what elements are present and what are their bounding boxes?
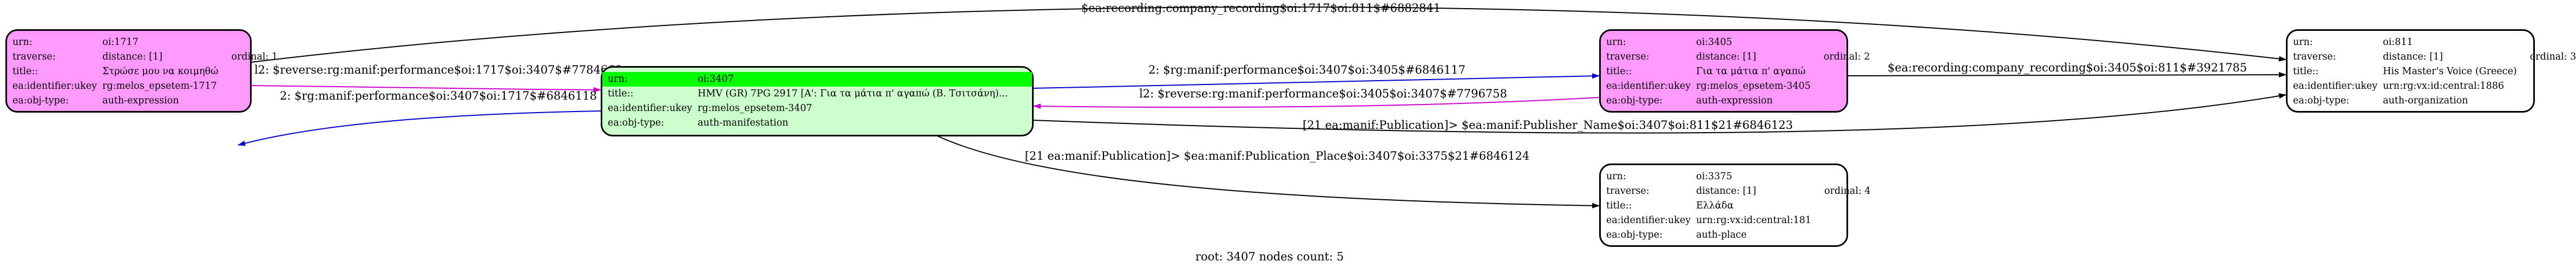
row-value: oi:3375 (1696, 171, 1732, 182)
node-row: ea:obj-type: auth-organization (2288, 94, 2576, 108)
node-row-highlighted: urn:oi:3407 (602, 72, 1032, 87)
node-row: ea:obj-type: auth-expression (1601, 94, 1870, 108)
row-key: ea:obj-type: (1606, 230, 1663, 240)
node-row: urn: oi:811 (2288, 35, 2576, 50)
edge-3407-1717 (238, 110, 601, 146)
row-value: Ελλάδα (1696, 200, 1734, 211)
row-value: distance: [1] (102, 51, 163, 62)
row-key: urn: (12, 37, 32, 48)
row-value: auth-place (1696, 230, 1747, 240)
row-key: urn: (1606, 37, 1626, 48)
edge-label-3407-3405: 2: $rg:manif:performance$oi:3407$oi:3405… (1148, 63, 1466, 76)
edge-label-3407-1717: 2: $rg:manif:performance$oi:3407$oi:1717… (280, 89, 597, 102)
row-value: Στρώσε μου να κοιμηθώ (102, 66, 219, 77)
node-row: traverse: distance: [1] ordinal: 1 (7, 50, 278, 64)
edge-3405-811 (1847, 72, 2286, 78)
node-oi-3375[interactable]: urn: oi:3375 traverse: distance: [1] ordina… (1599, 164, 1871, 247)
row-key: title:: (608, 88, 634, 99)
row-value: oi:1717 (102, 37, 139, 48)
node-row: urn: oi:3375 (1601, 169, 1871, 184)
row-value: HMV (GR) 7PG 2917 [Α': Για τα μάτια π' α… (698, 88, 1008, 99)
node-row: urn: oi:1717 (7, 35, 278, 50)
row-key: title:: (1606, 200, 1632, 211)
node-row: ea:obj-type: auth-place (1601, 228, 1871, 243)
node-row: title::Ελλάδα (1601, 199, 1871, 213)
edge-label-3407-811: [21 ea:manif:Publication]> $ea:manif:Pub… (1303, 119, 1793, 132)
row-value: oi:3405 (1696, 37, 1732, 48)
row-value: His Master's Voice (Greece) (2383, 66, 2517, 77)
node-row: ea:identifier:ukey rg:melos_epsetem-3405 (1601, 79, 1870, 94)
row-key: ea:obj-type: (608, 117, 665, 128)
row-key: urn: (2293, 37, 2313, 48)
node-row: traverse: distance: [1] ordinal: 2 (1601, 50, 1870, 64)
row-value: auth-manifestation (698, 117, 788, 128)
edge-3407-811 (1032, 93, 2286, 134)
node-oi-3405[interactable]: urn: oi:3405 traverse: distance: [1] ordina… (1599, 29, 1870, 113)
edge-label-3405-811: $ea:recording:company_recording$oi:3405$… (1888, 61, 2247, 74)
node-row: ea:obj-type: auth-expression (7, 94, 278, 108)
edge-label-3405-3407: l2: $reverse:rg:manif:performance$oi:340… (1139, 87, 1507, 100)
row-key: ea:obj-type: (12, 95, 69, 106)
row-key: traverse: (12, 51, 56, 62)
row-key: ea:identifier:ukey (608, 103, 693, 114)
row-value: urn:rg:vx:id:central:181 (1696, 215, 1811, 226)
edge-label-1717-811: $ea:recording:company_recording$oi:1717$… (1081, 2, 1441, 15)
node-row: ea:identifier:ukey urn:rg:vx:id:central:1… (1601, 213, 1871, 228)
node-row: title::Στρώσε μου να κοιμηθώ (7, 64, 278, 79)
row-key: urn: (1606, 171, 1626, 182)
row-value: distance: [1] (1696, 186, 1757, 197)
row-value: oi:3407 (692, 72, 1032, 87)
node-row: ea:identifier:ukey rg:melos_epsetem-3407 (602, 101, 1032, 116)
row-value: oi:811 (2383, 37, 2413, 48)
node-oi-1717[interactable]: urn: oi:1717 traverse: distance: [1] ordina… (5, 29, 278, 113)
row-key: ea:identifier:ukey (12, 81, 97, 91)
row-key: ea:obj-type: (2293, 95, 2350, 106)
row-value: auth-expression (102, 95, 179, 106)
node-row: ea:identifier:ukey rg:melos_epsetem-1717 (7, 79, 278, 94)
row-key: ea:identifier:ukey (2293, 81, 2378, 91)
row-value: urn:rg:vx:id:central:1886 (2383, 81, 2505, 91)
row-key: ea:identifier:ukey (1606, 215, 1691, 226)
node-row: ea:identifier:ukey urn:rg:vx:id:central:1… (2288, 79, 2576, 94)
node-row: title::HMV (GR) 7PG 2917 [Α': Για τα μάτ… (602, 87, 1032, 101)
row-value: distance: [1] (1696, 51, 1757, 62)
row-value: distance: [1] (2383, 51, 2443, 62)
row-ordinal: ordinal: 2 (1823, 51, 1870, 62)
edge-3405-3407 (1033, 97, 1600, 109)
node-row: ea:obj-type: auth-manifestation (602, 116, 1032, 130)
row-key: traverse: (1606, 51, 1650, 62)
node-oi-3407[interactable]: urn:oi:3407 title::HMV (GR) 7PG 2917 [Α'… (601, 66, 1034, 136)
row-key: title:: (12, 66, 38, 77)
row-key: ea:obj-type: (1606, 95, 1663, 106)
row-value: rg:melos_epsetem-3407 (698, 103, 812, 114)
row-value: rg:melos_epsetem-1717 (102, 81, 217, 91)
node-row: title::His Master's Voice (Greece) (2288, 64, 2576, 79)
graph-footer: root: 3407 nodes count: 5 (1195, 250, 1344, 263)
row-key: title:: (1606, 66, 1632, 77)
edge-3407-3375 (936, 135, 1600, 208)
node-row: urn: oi:3405 (1601, 35, 1870, 50)
row-ordinal: ordinal: 1 (231, 51, 278, 62)
edge-3407-3405 (1032, 73, 1600, 89)
row-value: auth-expression (1696, 95, 1773, 106)
row-ordinal: ordinal: 3 (2529, 51, 2576, 62)
edge-1717-811 (251, 6, 2286, 63)
edge-label-1717-3407: l2: $reverse:rg:manif:performance$oi:171… (254, 63, 622, 76)
row-value: rg:melos_epsetem-3405 (1696, 81, 1811, 91)
row-value: Για τα μάτια π' αγαπώ (1696, 66, 1806, 77)
row-key: traverse: (2293, 51, 2336, 62)
row-key: traverse: (1606, 186, 1650, 197)
row-key: urn: (602, 72, 693, 87)
node-row: traverse: distance: [1] ordinal: 4 (1601, 184, 1871, 199)
row-value: auth-organization (2383, 95, 2468, 106)
row-ordinal: ordinal: 4 (1824, 186, 1871, 197)
node-row: traverse: distance: [1] ordinal: 3 (2288, 50, 2576, 64)
row-key: title:: (2293, 66, 2319, 77)
node-row: title::Για τα μάτια π' αγαπώ (1601, 64, 1870, 79)
row-key: ea:identifier:ukey (1606, 81, 1691, 91)
edge-label-3407-3375: [21 ea:manif:Publication]> $ea:manif:Pub… (1025, 149, 1530, 162)
edge-1717-3407 (251, 85, 601, 93)
node-oi-811[interactable]: urn: oi:811 traverse: distance: [1] ordinal… (2286, 29, 2576, 113)
